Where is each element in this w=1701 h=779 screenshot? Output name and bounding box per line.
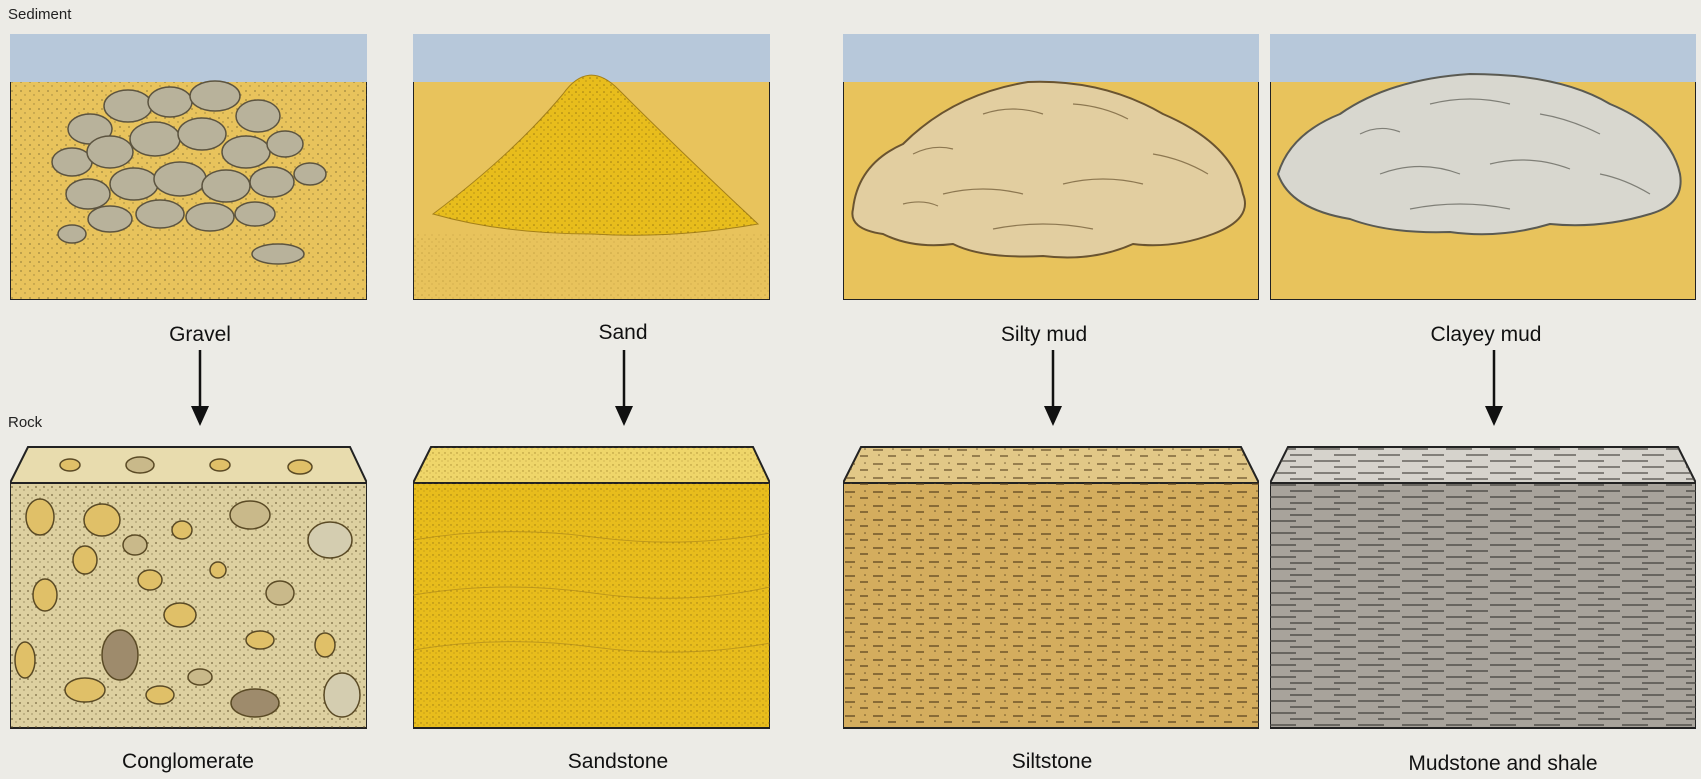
gravel-scene xyxy=(10,34,367,300)
mudstone-shale-label: Mudstone and shale xyxy=(1383,752,1623,776)
sand-scene xyxy=(413,34,770,300)
arrow-gravel-to-conglomerate xyxy=(188,350,212,430)
conglomerate-label: Conglomerate xyxy=(88,750,288,774)
sandstone-label: Sandstone xyxy=(518,750,718,774)
mudstone-shale-block xyxy=(1270,445,1696,730)
siltstone-block xyxy=(843,445,1259,730)
conglomerate-block xyxy=(10,445,367,730)
sandstone-block xyxy=(413,445,770,730)
arrow-sand-to-sandstone xyxy=(612,350,636,430)
clayey-mud-label: Clayey mud xyxy=(1386,323,1586,347)
sediment-section-label: Sediment xyxy=(8,6,71,23)
silty-mud-label: Silty mud xyxy=(944,323,1144,347)
arrow-clayey-mud-to-mudstone xyxy=(1482,350,1506,430)
gravel-label: Gravel xyxy=(100,323,300,347)
siltstone-label: Siltstone xyxy=(952,750,1152,774)
rock-section-label: Rock xyxy=(8,414,42,431)
clayey-mud-scene xyxy=(1270,34,1696,300)
sand-label: Sand xyxy=(523,321,723,345)
silty-mud-scene xyxy=(843,34,1259,300)
arrow-silty-mud-to-siltstone xyxy=(1041,350,1065,430)
